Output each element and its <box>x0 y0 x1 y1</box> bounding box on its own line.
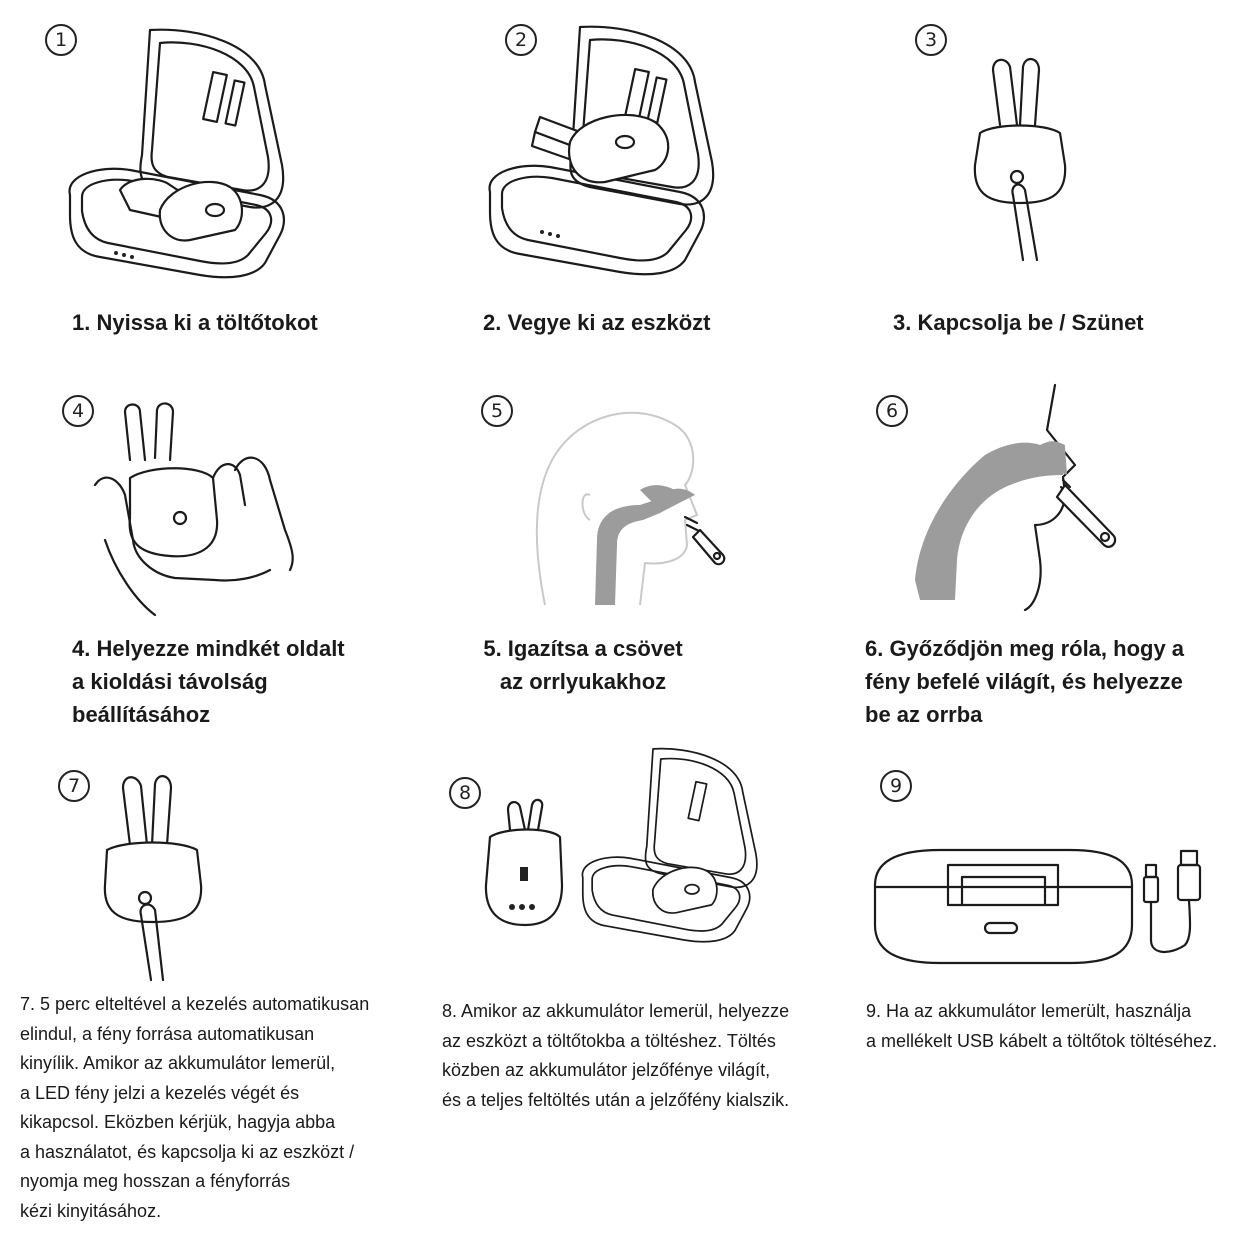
step-number-4: 4 <box>62 395 94 427</box>
long-press-illustration <box>103 775 203 982</box>
step-9-caption: 9. Ha az akkumulátor lemerült, használja… <box>866 1001 1218 1051</box>
power-button-press-illustration <box>973 58 1067 262</box>
nasal-insertion-illustration <box>915 383 1117 612</box>
hold-device-illustration <box>93 402 294 617</box>
step-3-caption: 3. Kapcsolja be / Szünet <box>893 310 1144 335</box>
charge-device-illustration <box>484 747 758 943</box>
open-charging-case-illustration <box>68 28 285 279</box>
head-profile-alignment-illustration <box>535 411 726 606</box>
remove-device-illustration <box>488 25 715 276</box>
step-2-caption: 2. Vegye ki az eszközt <box>483 310 711 335</box>
step-6-caption: 6. Győződjön meg róla, hogy a fény befel… <box>865 636 1185 727</box>
step-number-6: 6 <box>876 395 908 427</box>
step-number-7: 7 <box>58 770 90 802</box>
step-number-1: 1 <box>45 24 77 56</box>
step-5-caption: 5. Igazítsa a csövet az orrlyukakhoz <box>483 636 683 694</box>
step-number-9: 9 <box>880 770 912 802</box>
usb-charging-illustration <box>873 848 1202 965</box>
step-number-2: 2 <box>505 24 537 56</box>
step-number-8: 8 <box>449 777 481 809</box>
step-number-5: 5 <box>481 395 513 427</box>
step-7-caption: 7. 5 perc elteltével a kezelés automatik… <box>20 994 370 1221</box>
step-4-caption: 4. Helyezze mindkét oldalt a kioldási tá… <box>72 636 345 727</box>
step-8-caption: 8. Amikor az akkumulátor lemerül, helyez… <box>442 1001 790 1110</box>
step-1-caption: 1. Nyissa ki a töltőtokot <box>72 310 318 335</box>
step-number-3: 3 <box>915 24 947 56</box>
